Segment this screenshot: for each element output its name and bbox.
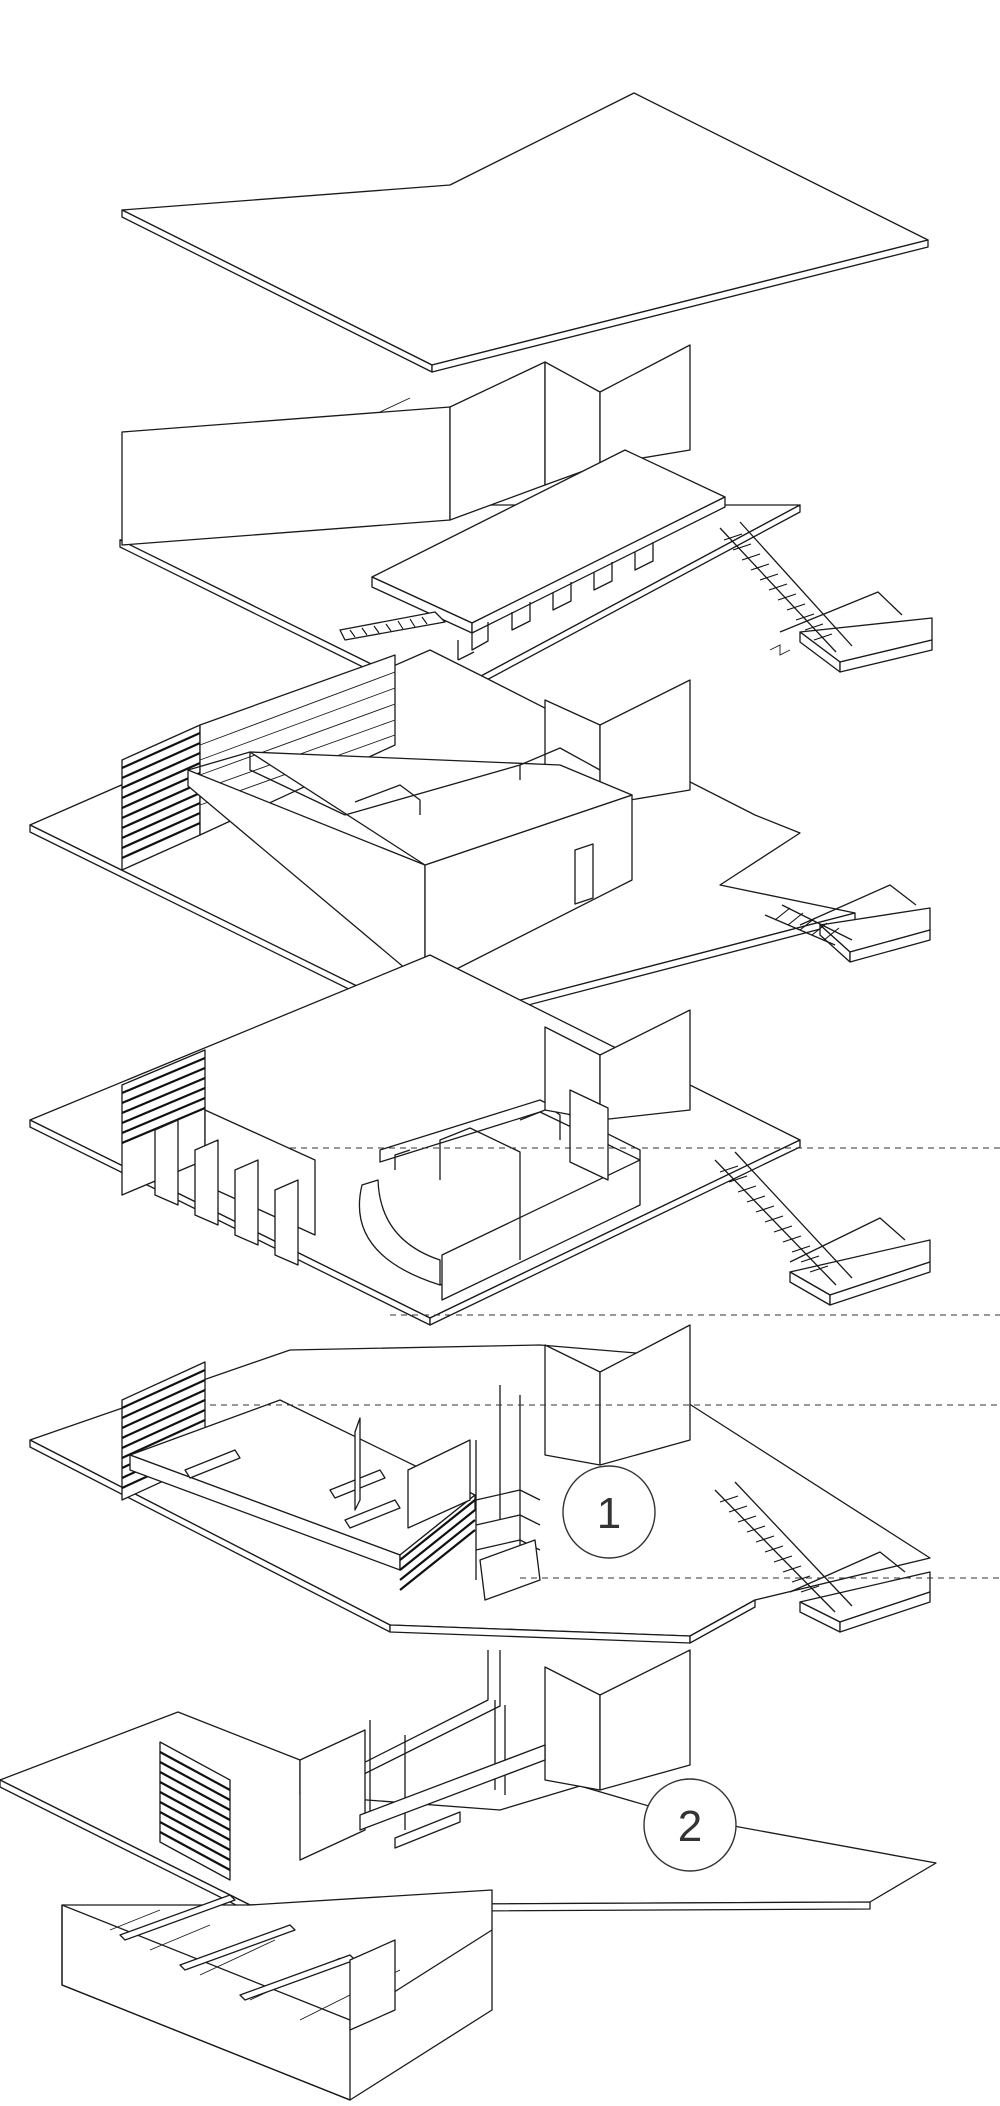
stair-tower-upper [719, 521, 933, 673]
slatted-screen-basement [159, 1741, 231, 1881]
main-volume-layer [29, 649, 856, 1031]
gallery-layer [29, 954, 801, 1326]
roof-plate [121, 92, 929, 373]
stair-tower-ground [714, 1481, 931, 1633]
steel-frame [475, 1385, 541, 1601]
stair-tower-gallery [714, 1151, 931, 1306]
stair-tower-mid [764, 884, 931, 963]
slatted-screen-left [121, 654, 396, 871]
marker-1: 1 [562, 1465, 656, 1559]
canopy-columns [457, 542, 654, 661]
upper-deck-layer [119, 344, 801, 706]
enclosed-volume [187, 747, 633, 986]
small-stair [339, 611, 446, 641]
section-lines [210, 1147, 1000, 1579]
ground-level-layer [29, 1324, 931, 1644]
marker-1-label: 1 [597, 1489, 621, 1538]
basement-layer [0, 1649, 937, 2101]
marker-2-label: 2 [678, 1802, 702, 1851]
marker-2: 2 [643, 1778, 737, 1872]
slatted-screen-gallery [121, 1049, 206, 1196]
partition-fins [154, 1109, 316, 1266]
basement-frame [359, 1700, 546, 1849]
